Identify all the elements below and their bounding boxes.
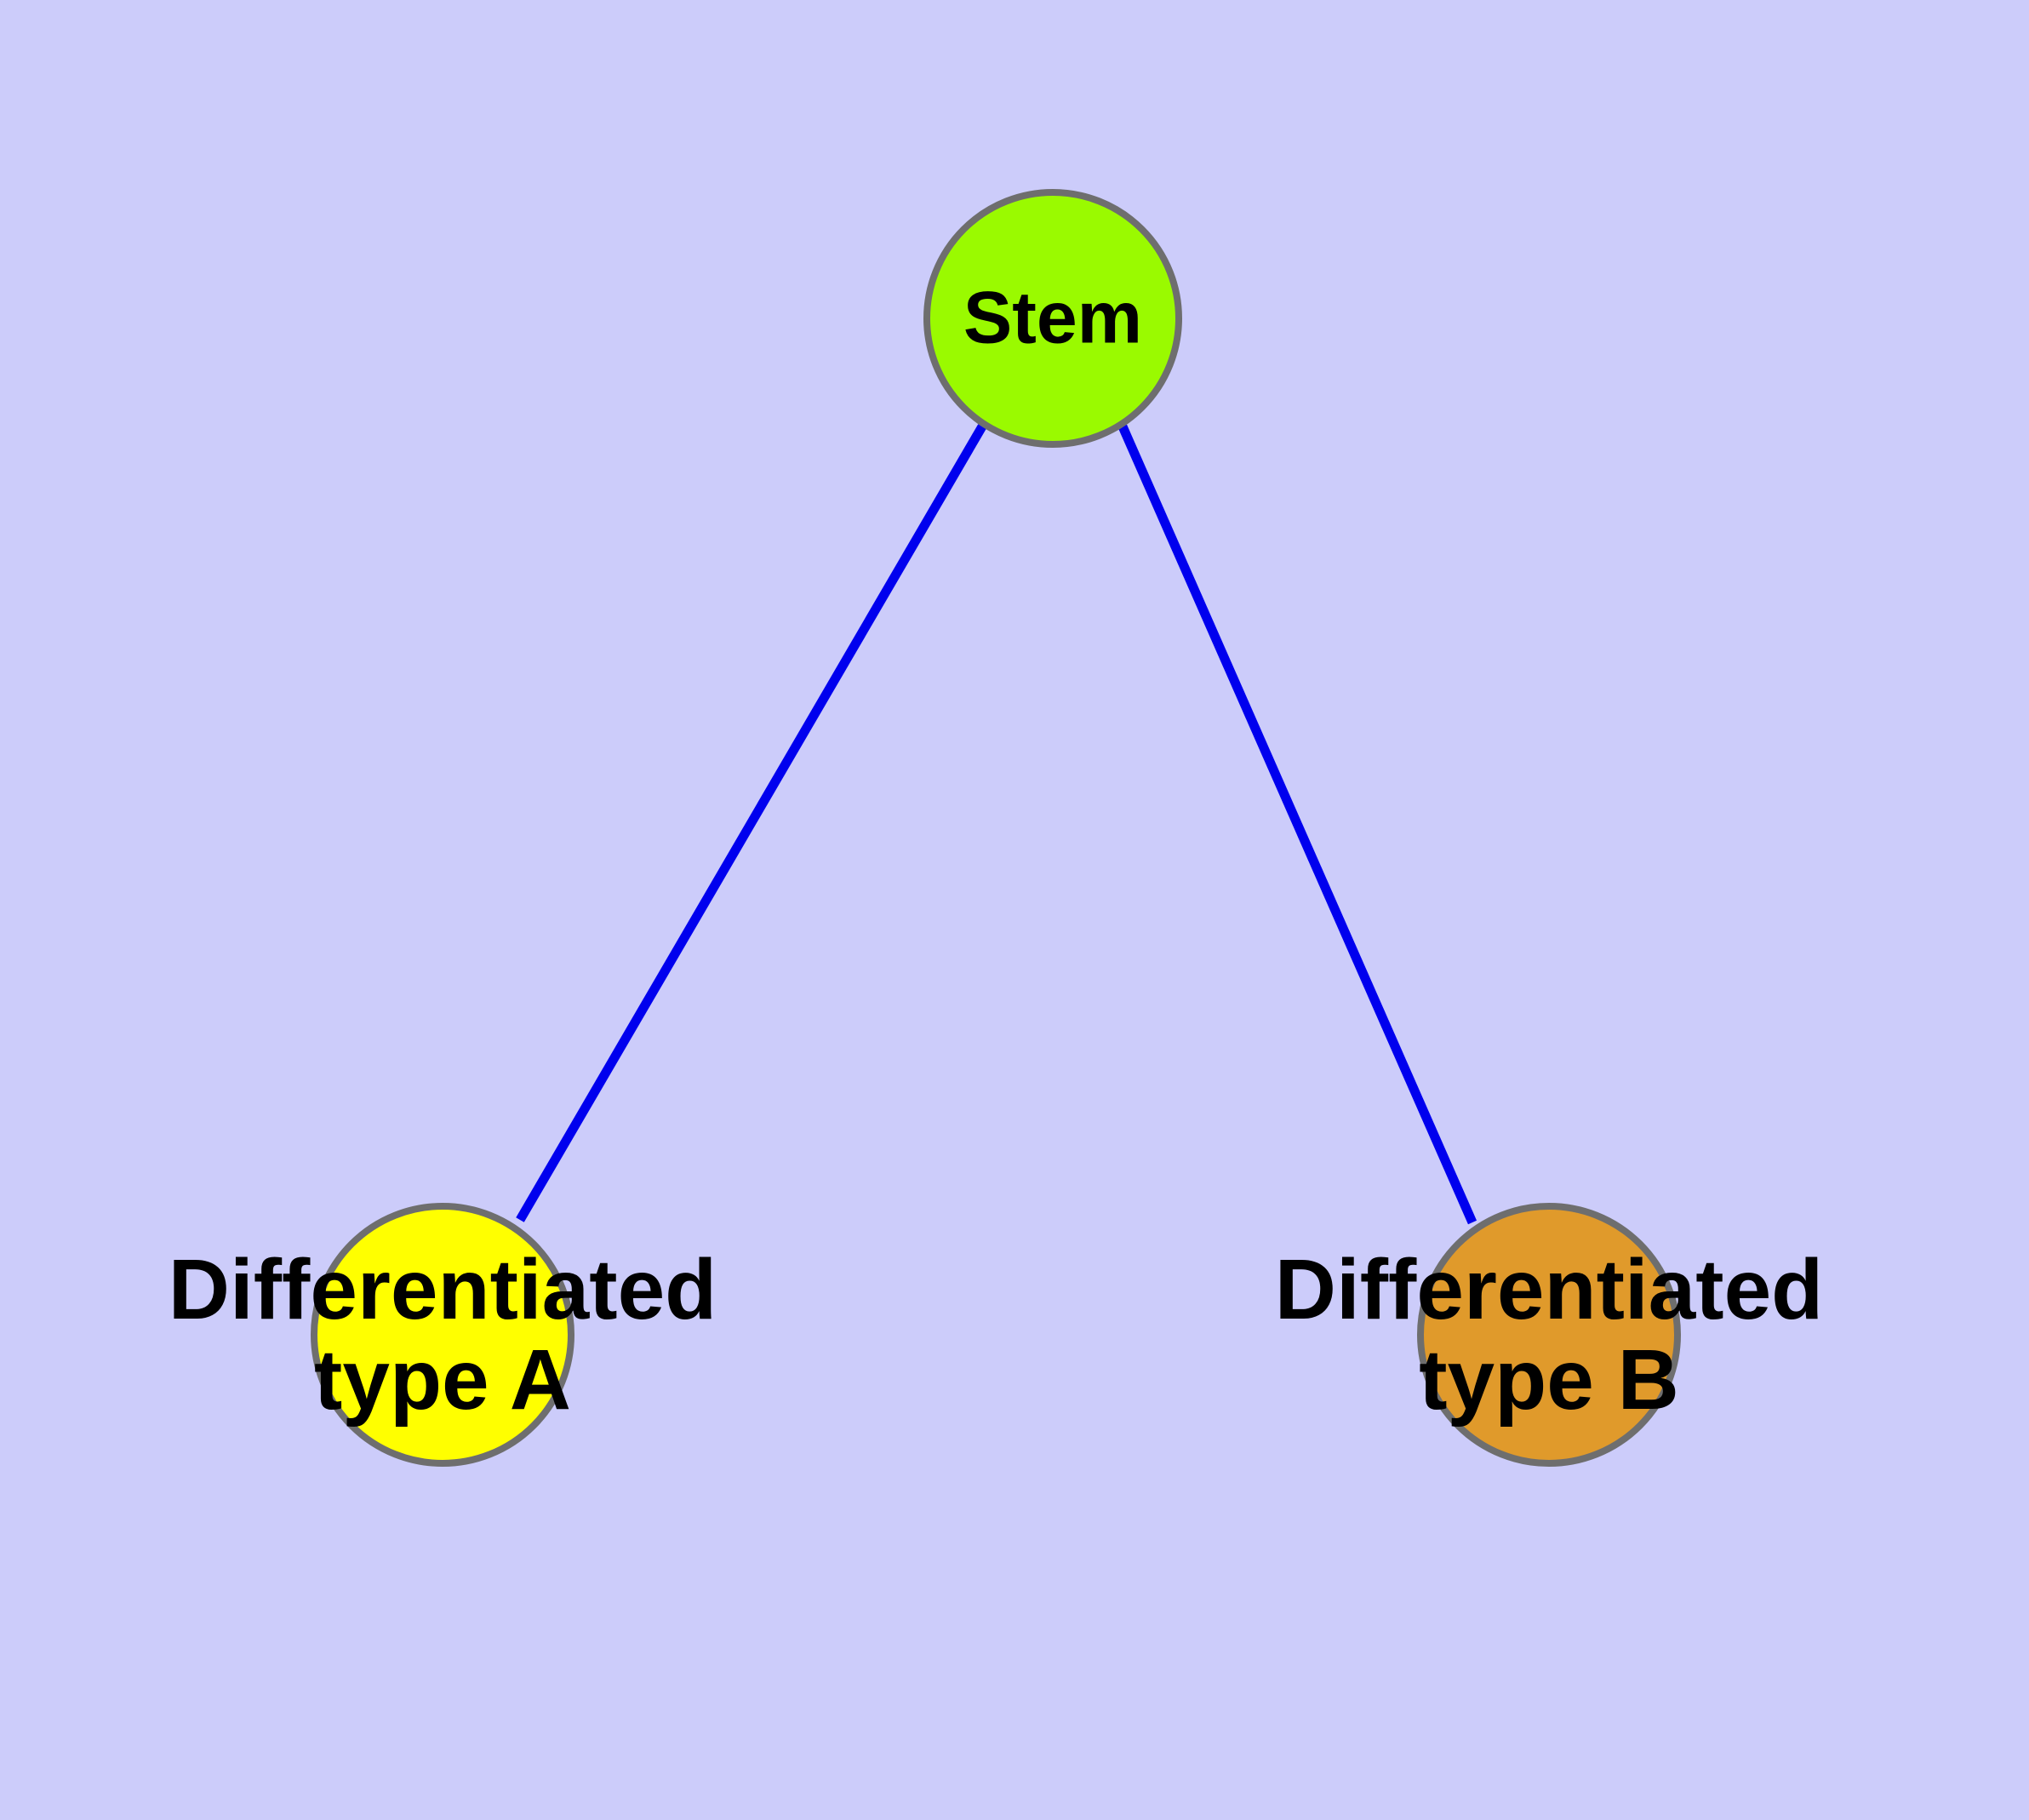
edge-stem-to-diff-b (1117, 424, 1477, 1225)
node-diff-b[interactable] (1417, 1203, 1681, 1467)
node-stem[interactable] (923, 189, 1182, 448)
edge-layer (516, 424, 1477, 1225)
edge-stem-to-diff-a (516, 424, 986, 1222)
node-layer (311, 189, 1681, 1467)
node-diff-a[interactable] (311, 1203, 574, 1467)
